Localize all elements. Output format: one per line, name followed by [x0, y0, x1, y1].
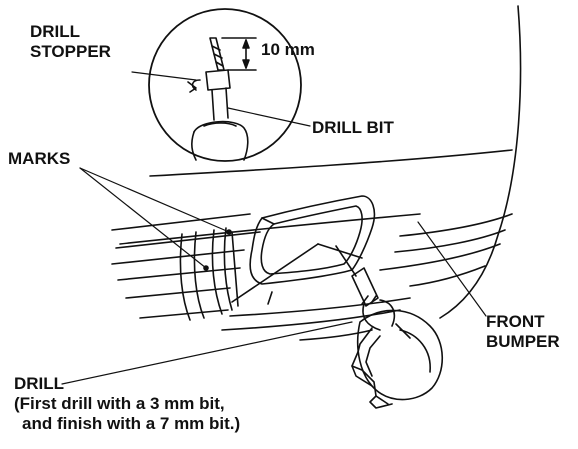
- tow-hook-cover: [249, 195, 376, 305]
- drill-label: DRILL (First drill with a 3 mm bit, and …: [14, 374, 240, 434]
- front-bumper-label: FRONT BUMPER: [486, 312, 560, 351]
- drill-bit-label: DRILL BIT: [312, 118, 394, 137]
- drill-stopper-label: DRILL STOPPER: [30, 22, 111, 61]
- marks-label: MARKS: [8, 149, 71, 168]
- dimension-10mm: [221, 37, 257, 71]
- drill-title: DRILL: [14, 374, 65, 393]
- dimension-label: 10 mm: [261, 40, 315, 59]
- leader-lines: [61, 71, 487, 385]
- detail-inset: [148, 8, 302, 162]
- drill-note-line-2: and finish with a 7 mm bit.): [22, 414, 241, 433]
- grille: [111, 213, 261, 321]
- front-bumper-outline: [119, 5, 522, 341]
- drill-note-line-1: (First drill with a 3 mm bit,: [14, 394, 225, 413]
- drill-tool: [335, 245, 443, 409]
